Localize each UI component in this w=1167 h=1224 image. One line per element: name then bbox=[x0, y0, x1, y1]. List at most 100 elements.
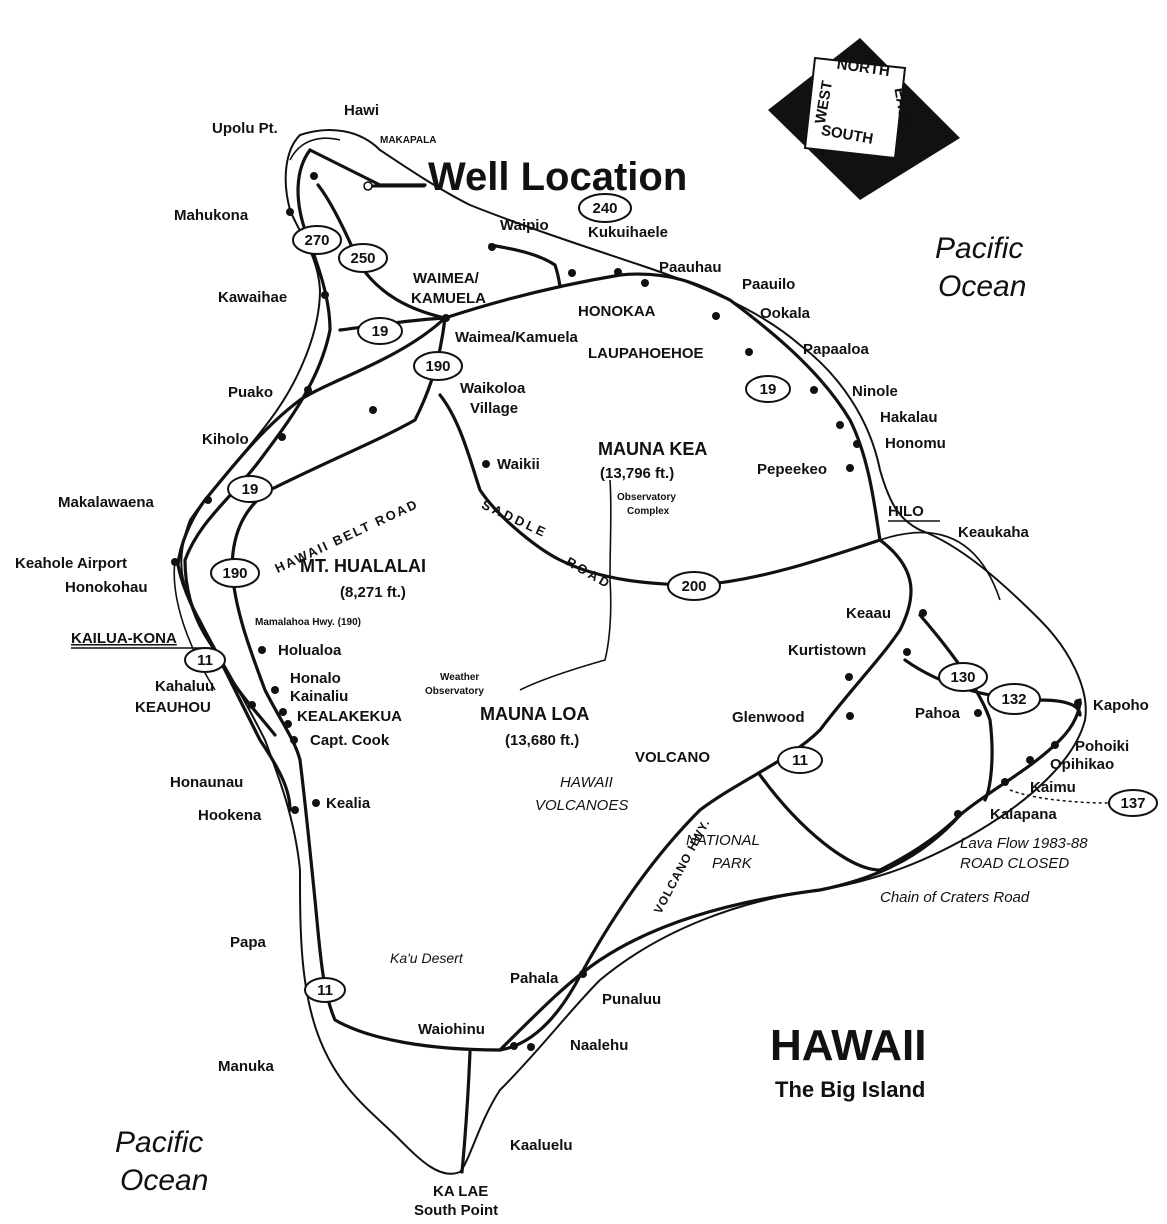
label-kapoho: Kapoho bbox=[1093, 697, 1149, 714]
label-papaaloa: Papaaloa bbox=[803, 341, 870, 358]
label-opihikao: Opihikao bbox=[1050, 756, 1114, 773]
shield-190-b bbox=[210, 558, 260, 588]
national-park-2: PARK bbox=[712, 855, 753, 872]
town-dot-ookala bbox=[712, 312, 720, 320]
label-waikoloa: Waikoloa bbox=[460, 380, 526, 397]
label-southpoint: South Point bbox=[414, 1202, 498, 1219]
label-kahaluu: Kahaluu bbox=[155, 678, 214, 695]
label-kurtistown: Kurtistown bbox=[788, 642, 866, 659]
shield-19-c bbox=[227, 475, 273, 503]
label-punaluu: Punaluu bbox=[602, 991, 661, 1008]
place-labels: Upolu Pt. Hawi MAKAPALA Mahukona Kawaiha… bbox=[15, 102, 1149, 1219]
label-kealia: Kealia bbox=[326, 795, 371, 812]
label-kailua: KAILUA-KONA bbox=[71, 630, 177, 647]
town-dot-waikii bbox=[482, 460, 490, 468]
map-subtitle: The Big Island bbox=[775, 1077, 925, 1102]
town-dot-mahukona bbox=[286, 208, 294, 216]
shield-label-19-b: 19 bbox=[760, 381, 777, 398]
shield-label-130: 130 bbox=[950, 669, 975, 686]
shield-137 bbox=[1108, 789, 1158, 817]
road-name-saddle-road: ROAD bbox=[564, 554, 615, 592]
road-saddle-observatory bbox=[519, 479, 612, 691]
town-dot-kalapana bbox=[954, 810, 962, 818]
town-dot-mtview bbox=[845, 673, 853, 681]
shield-250 bbox=[338, 243, 388, 273]
label-waipio: Waipio bbox=[500, 217, 549, 234]
mountain-hualalai-name: MT. HUALALAI bbox=[300, 556, 426, 576]
road-200 bbox=[438, 393, 882, 587]
town-dot-keauhou bbox=[248, 701, 256, 709]
label-kalapana: Kalapana bbox=[990, 806, 1057, 823]
well-location-label: Well Location bbox=[428, 155, 687, 199]
lava-flow-2: ROAD CLOSED bbox=[960, 855, 1069, 872]
town-dot-waikoloa bbox=[369, 406, 377, 414]
town-markers bbox=[171, 172, 1082, 1051]
label-kamuela: KAMUELA bbox=[411, 290, 486, 307]
town-dot-kukuihaele bbox=[568, 269, 576, 277]
coastline-inner bbox=[173, 137, 1001, 691]
label-kawaihae: Kawaihae bbox=[218, 289, 287, 306]
label-makalawaena: Makalawaena bbox=[58, 494, 155, 511]
label-waiohinu: Waiohinu bbox=[418, 1021, 485, 1038]
town-dot-pahoa bbox=[974, 709, 982, 717]
label-volcano: VOLCANO bbox=[635, 749, 710, 766]
town-dot-paauhau bbox=[641, 279, 649, 287]
town-dot-keaau bbox=[919, 609, 927, 617]
shield-11-c bbox=[304, 977, 346, 1003]
shield-240 bbox=[578, 193, 632, 223]
town-dot-kawaihae bbox=[321, 291, 329, 299]
chain-of-craters: Chain of Craters Road bbox=[880, 889, 1030, 906]
mountain-kea-name: MAUNA KEA bbox=[598, 439, 707, 459]
shield-200 bbox=[667, 571, 721, 601]
shield-19-a bbox=[357, 317, 403, 345]
town-dot-keahole bbox=[171, 558, 179, 566]
road-chain-of-craters bbox=[758, 773, 962, 872]
weather-observatory-2: Observatory bbox=[425, 686, 484, 697]
town-dot-glenwood bbox=[846, 712, 854, 720]
label-kaimu: Kaimu bbox=[1030, 779, 1076, 796]
compass-square bbox=[803, 56, 907, 160]
town-dot-hookena bbox=[291, 806, 299, 814]
town-dot-captcook bbox=[290, 736, 298, 744]
label-ninole: Ninole bbox=[852, 383, 898, 400]
label-upolu: Upolu Pt. bbox=[212, 120, 278, 137]
shield-label-11-a: 11 bbox=[197, 652, 213, 669]
town-dot-kapoho bbox=[1074, 699, 1082, 707]
shield-label-19-c: 19 bbox=[242, 481, 259, 498]
shield-130 bbox=[938, 662, 988, 692]
town-dot-kainaliu bbox=[284, 720, 292, 728]
weather-observatory-1: Weather bbox=[440, 672, 479, 683]
label-hilo: HILO bbox=[888, 503, 924, 520]
hawaii-volcanoes-2: VOLCANOES bbox=[535, 797, 628, 814]
town-dot-makalawaena bbox=[204, 496, 212, 504]
label-kalae: KA LAE bbox=[433, 1183, 488, 1200]
town-dot-kurtistown bbox=[903, 648, 911, 656]
label-mahukona: Mahukona bbox=[174, 207, 249, 224]
road-south-point bbox=[460, 1050, 472, 1174]
shield-label-190-b: 190 bbox=[222, 565, 247, 582]
mamalahoa-hwy: Mamalahoa Hwy. (190) bbox=[255, 617, 361, 628]
town-dot-honalo bbox=[271, 686, 279, 694]
town-dot-pepeekeo bbox=[846, 464, 854, 472]
mountain-hualalai-elev: (8,271 ft.) bbox=[340, 584, 406, 601]
label-kealakekua: KEALAKEKUA bbox=[297, 708, 402, 725]
town-dot-pahala bbox=[579, 970, 587, 978]
label-kiholo: Kiholo bbox=[202, 431, 249, 448]
label-ookala: Ookala bbox=[760, 305, 811, 322]
town-dot-waiohinu bbox=[510, 1042, 518, 1050]
mountain-loa-elev: (13,680 ft.) bbox=[505, 732, 579, 749]
label-honokaa: HONOKAA bbox=[578, 303, 656, 320]
well-location-marker bbox=[363, 181, 373, 191]
town-dot-hawi bbox=[310, 172, 318, 180]
label-waikii: Waikii bbox=[497, 456, 540, 473]
mountain-loa-name: MAUNA LOA bbox=[480, 704, 589, 724]
shield-11-b bbox=[777, 746, 823, 774]
label-honomu: Honomu bbox=[885, 435, 946, 452]
shield-270 bbox=[292, 225, 342, 255]
label-honalo: Honalo bbox=[290, 670, 341, 687]
label-keauhou: KEAUHOU bbox=[135, 699, 211, 716]
town-dot-laupahoehoe bbox=[745, 348, 753, 356]
road-kau bbox=[498, 813, 962, 1052]
label-kukuihaele: Kukuihaele bbox=[588, 224, 668, 241]
